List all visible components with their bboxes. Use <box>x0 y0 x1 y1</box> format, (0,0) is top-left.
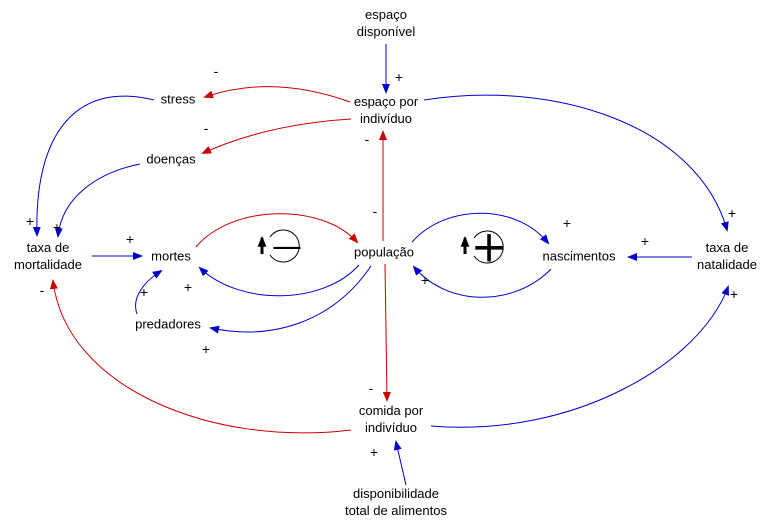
sign-populacao-to-predadores: + <box>201 341 211 357</box>
node-disponibilidade-total-alimentos: disponibilidade total de alimentos <box>345 486 447 518</box>
sign-taxa-mortalidade-to-mortes: + <box>125 231 135 247</box>
link-disponibilidade-to-comida-por-individuo <box>393 440 407 486</box>
link-populacao-to-predadores <box>209 265 372 334</box>
node-populacao: população <box>354 244 414 260</box>
sign-espaco-por-individuo-to-doencas: - <box>203 120 209 136</box>
link-mortes-to-populacao <box>195 213 359 248</box>
link-espaco-por-individuo-to-doencas <box>201 118 352 154</box>
link-populacao-to-nascimentos <box>411 212 550 245</box>
link-stress-to-taxa-mortalidade <box>32 95 155 237</box>
sign-populacao-to-espaco-por-individuo: - <box>364 131 370 147</box>
link-comida-por-individuo-to-taxa-mortalidade <box>50 279 352 434</box>
sign-espaco-por-individuo-to-stress: - <box>213 63 219 79</box>
node-taxa-natalidade: taxa de natalidade <box>697 240 757 272</box>
balancing-loop-symbol: — <box>257 229 302 265</box>
sign-stress-to-taxa-mortalidade: + <box>25 213 35 229</box>
link-espaco-por-individuo-to-taxa-natalidade <box>423 94 729 232</box>
sign-comida-por-individuo-to-taxa-natalidade: + <box>729 286 739 302</box>
sign-espaco-por-individuo-to-taxa-natalidade: + <box>727 205 737 221</box>
link-populacao-to-comida-por-individuo <box>382 263 391 402</box>
sign-populacao-to-comida-por-individuo: - <box>368 380 374 396</box>
sign-taxa-natalidade-to-nascimentos: + <box>640 233 650 249</box>
link-predadores-to-mortes <box>135 269 163 315</box>
sign-comida-por-individuo-to-taxa-mortalidade: - <box>39 282 45 298</box>
node-nascimentos: nascimentos <box>542 248 616 264</box>
balancing-loop-circle <box>269 229 300 263</box>
sign-espaco-disponivel-to-espaco-por-individuo: + <box>394 69 404 85</box>
link-espaco-por-individuo-to-stress <box>203 86 351 103</box>
link-nascimentos-to-populacao <box>412 265 552 298</box>
reinforcing-loop-symbol: + <box>460 222 508 273</box>
sign-populacao-to-mortes: + <box>183 279 193 295</box>
sign-nascimentos-to-populacao: + <box>420 272 430 288</box>
sign-doencas-to-taxa-mortalidade: + <box>52 219 62 235</box>
link-comida-por-individuo-to-taxa-natalidade <box>430 285 729 428</box>
node-doencas: doenças <box>146 151 196 167</box>
sign-populacao-to-nascimentos: + <box>562 215 572 231</box>
sign-predadores-to-mortes: + <box>139 284 149 300</box>
node-predadores: predadores <box>135 316 201 332</box>
node-espaco-disponivel: espaço disponível <box>356 7 416 39</box>
node-taxa-mortalidade: taxa de mortalidade <box>14 240 82 272</box>
reinforcing-loop-plus-sign: + <box>471 222 508 273</box>
link-populacao-to-mortes <box>198 264 360 297</box>
node-comida-por-individuo: comida por indivíduo <box>358 403 424 435</box>
sign-disponibilidade-to-comida-por-individuo: + <box>369 444 379 460</box>
node-mortes: mortes <box>151 248 191 264</box>
balancing-loop-minus-sign: — <box>272 230 302 265</box>
node-stress: stress <box>160 91 196 107</box>
sign-mortes-to-populacao: - <box>372 203 378 219</box>
reinforcing-loop-circle <box>473 230 504 264</box>
node-espaco-por-individuo: espaço por indivíduo <box>353 94 419 126</box>
link-doencas-to-taxa-mortalidade <box>54 163 141 238</box>
